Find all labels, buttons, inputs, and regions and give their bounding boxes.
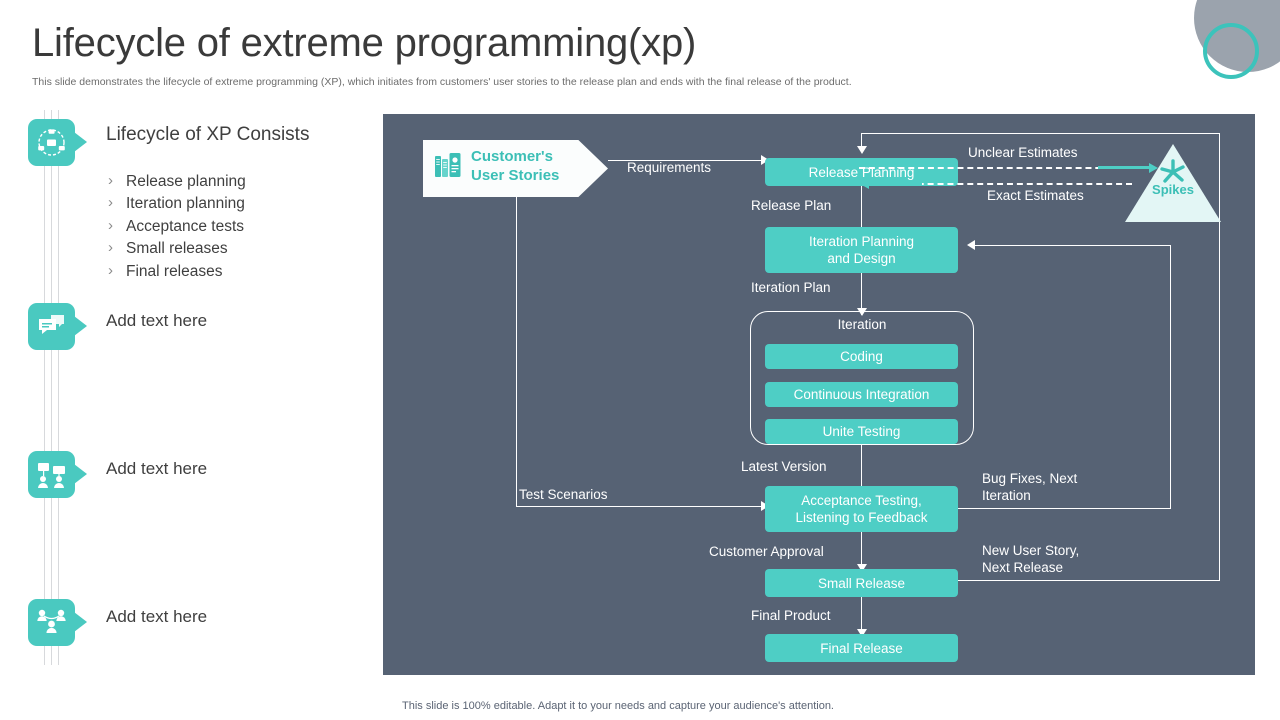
customer-approval-connector	[861, 532, 862, 572]
test-scenarios-horizontal	[516, 506, 763, 507]
chat-bubbles-icon	[28, 303, 87, 350]
bug-fixes-arrowhead	[967, 240, 975, 250]
page-subtitle: This slide demonstrates the lifecycle of…	[32, 76, 852, 88]
sidebar-item-add-text-3[interactable]: Add text here	[0, 599, 380, 647]
new-user-story-loop-top	[862, 133, 1220, 134]
books-archive-icon	[435, 152, 462, 185]
flow-label-customer-approval: Customer Approval	[709, 544, 824, 559]
new-user-story-loop-right	[1219, 133, 1220, 581]
sidebar-item-label: Add text here	[106, 459, 208, 478]
unclear-estimates-teal-segment	[1098, 166, 1152, 169]
new-user-story-loop-bottom	[958, 580, 1219, 581]
group-iteration-title: Iteration	[837, 317, 887, 332]
flow-label-new-user-story: New User Story, Next Release	[982, 543, 1080, 575]
sidebar-rail-line	[58, 110, 59, 665]
node-coding[interactable]: Coding	[765, 344, 958, 369]
final-product-arrowhead	[857, 629, 867, 637]
customer-approval-arrowhead	[857, 564, 867, 572]
flow-label-unclear-estimates: Unclear Estimates	[968, 145, 1078, 160]
bug-fixes-loop-top	[975, 245, 1171, 246]
unclear-estimates-dashed-line	[859, 167, 1121, 169]
decorative-teal-ring	[1203, 23, 1259, 79]
footer-note: This slide is 100% editable. Adapt it to…	[402, 700, 834, 712]
flow-label-release-plan: Release Plan	[751, 198, 832, 213]
exact-estimates-dashed-line	[878, 183, 1132, 185]
sidebar-rail-line	[44, 110, 45, 665]
node-final-release[interactable]: Final Release	[765, 634, 958, 662]
flow-label-requirements: Requirements	[627, 160, 712, 175]
list-item: Iteration planning	[106, 192, 366, 215]
test-scenarios-vertical	[516, 197, 517, 507]
list-item: Final releases	[106, 260, 366, 283]
sidebar-item-add-text-2[interactable]: Add text here	[0, 451, 380, 499]
sidebar-bullet-list: Release planning Iteration planning Acce…	[106, 170, 366, 283]
final-product-connector	[861, 597, 862, 637]
bug-fixes-loop-right	[1170, 245, 1171, 509]
outer-loop-arrowhead	[857, 146, 867, 154]
flow-label-latest-version: Latest Version	[741, 459, 827, 474]
bug-fixes-loop-bottom	[958, 508, 1170, 509]
flow-label-bug-fixes: Bug Fixes, Next Iteration	[982, 471, 1078, 503]
flow-label-iteration-plan: Iteration Plan	[751, 280, 831, 295]
sidebar-item-lifecycle[interactable]: Lifecycle of XP Consists Release plannin…	[0, 119, 380, 282]
team-network-icon	[28, 119, 87, 166]
list-item: Release planning	[106, 170, 366, 193]
node-unite-testing[interactable]: Unite Testing	[765, 419, 958, 444]
sidebar: Lifecycle of XP Consists Release plannin…	[0, 110, 380, 690]
spikes-label: Spikes	[1152, 182, 1194, 197]
iteration-plan-connector	[861, 273, 862, 315]
new-user-story-loop-drop	[861, 133, 862, 148]
requirements-connector	[608, 160, 763, 161]
release-plan-connector	[861, 186, 862, 234]
sidebar-item-label: Add text here	[106, 311, 208, 330]
iteration-plan-arrowhead	[857, 308, 867, 316]
node-acceptance-testing[interactable]: Acceptance Testing, Listening to Feedbac…	[765, 486, 958, 532]
org-chart-icon	[28, 451, 87, 498]
spike-burst-icon	[1159, 158, 1187, 191]
sidebar-item-add-text-1[interactable]: Add text here	[0, 303, 380, 351]
sidebar-item-label: Add text here	[106, 607, 208, 626]
flow-label-test-scenarios: Test Scenarios	[519, 487, 608, 502]
sidebar-rail-line	[51, 110, 52, 665]
group-iteration	[750, 311, 974, 445]
exact-estimates-teal-segment	[868, 182, 922, 185]
sidebar-item-label: Lifecycle of XP Consists	[106, 124, 310, 145]
flow-label-exact-estimates: Exact Estimates	[987, 188, 1084, 203]
latest-version-connector	[861, 445, 862, 493]
exact-estimates-arrowhead	[860, 179, 869, 189]
page-title: Lifecycle of extreme programming(xp)	[32, 21, 697, 65]
list-item: Acceptance tests	[106, 215, 366, 238]
node-iteration-planning[interactable]: Iteration Planning and Design	[765, 227, 958, 273]
node-continuous-integration[interactable]: Continuous Integration	[765, 382, 958, 407]
flow-label-final-product: Final Product	[751, 608, 831, 623]
node-small-release[interactable]: Small Release	[765, 569, 958, 597]
list-item: Small releases	[106, 237, 366, 260]
team-group-icon	[28, 599, 87, 646]
unclear-estimates-arrowhead	[1149, 163, 1158, 173]
